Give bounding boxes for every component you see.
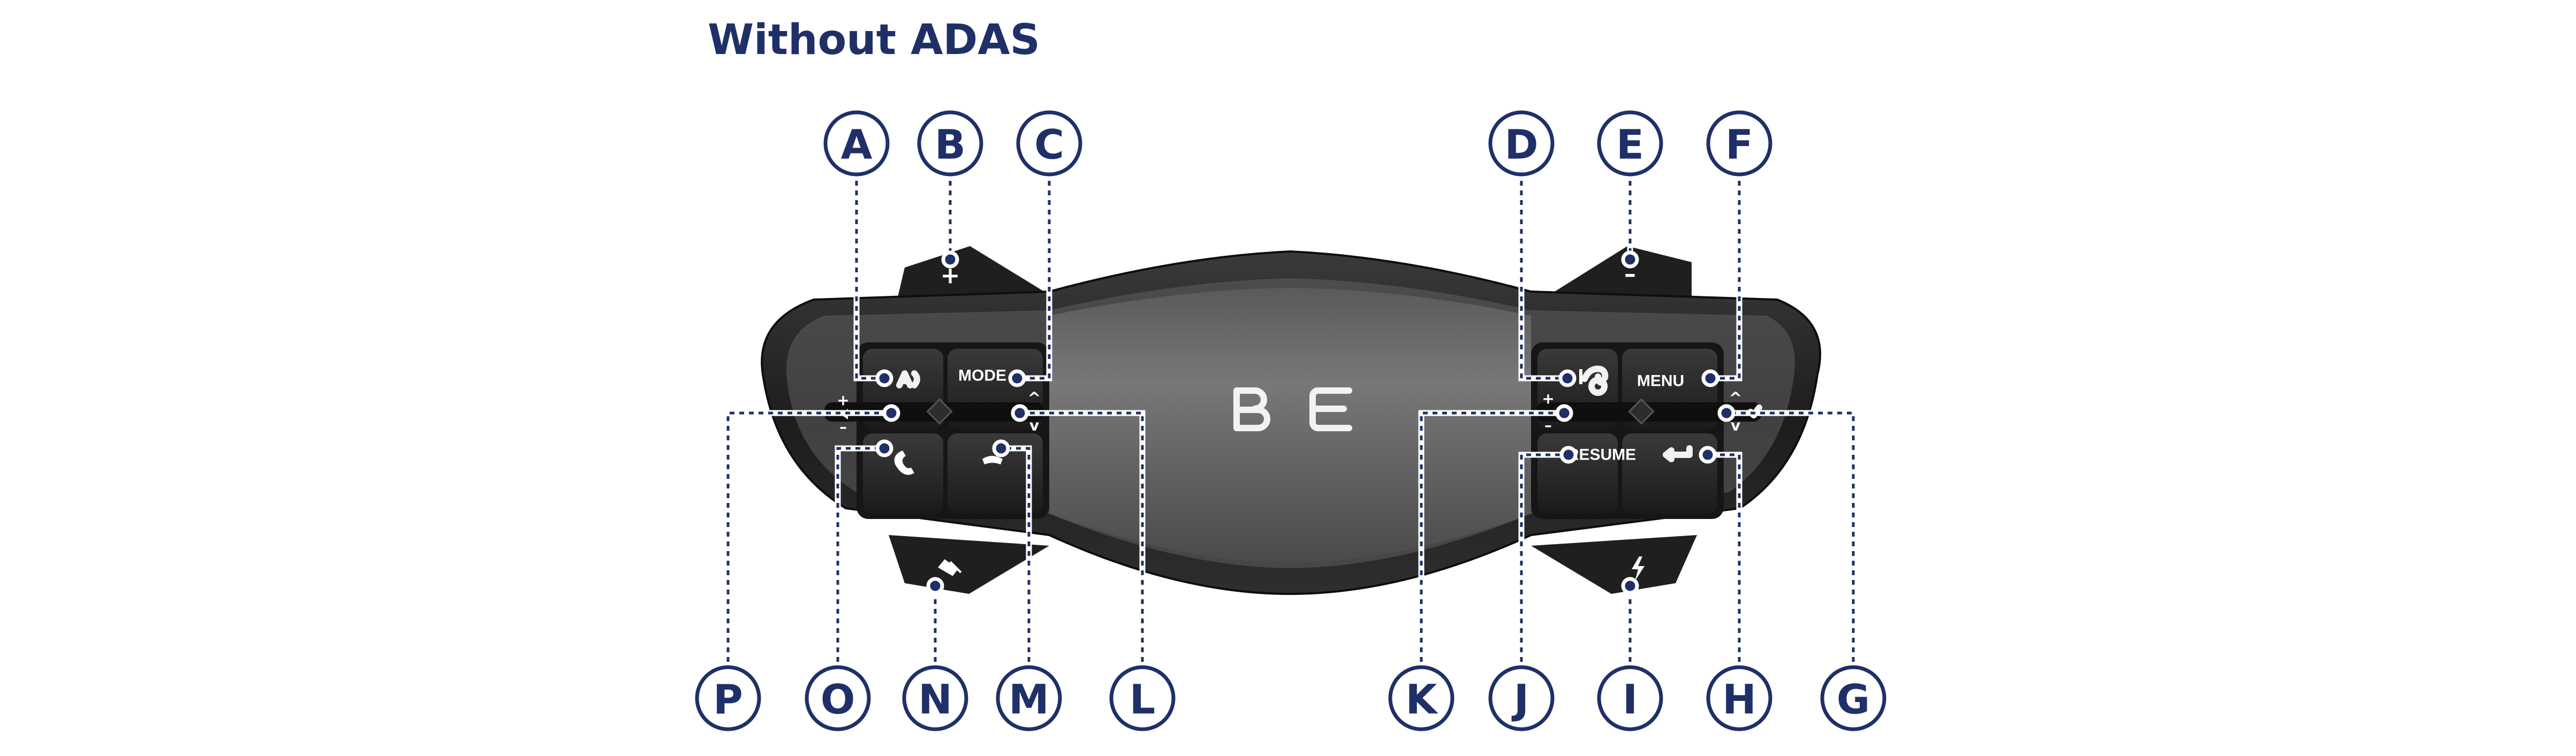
svg-text:N: N bbox=[918, 676, 952, 723]
back-button[interactable] bbox=[1622, 433, 1717, 514]
scroll-down-caret: v bbox=[1029, 417, 1039, 434]
callout-d: D bbox=[1488, 110, 1555, 177]
display-panel bbox=[1049, 288, 1531, 563]
voice-assistant-icon bbox=[896, 370, 920, 388]
lightning-icon bbox=[1632, 556, 1645, 581]
left-button-cluster: MODE + – ^ v + bbox=[824, 262, 1049, 576]
leader-lines bbox=[725, 171, 1857, 671]
cruise-control-icon bbox=[1581, 365, 1609, 396]
anchor-d bbox=[1558, 369, 1577, 387]
back-arrow-icon bbox=[1663, 445, 1693, 462]
leader-p bbox=[726, 411, 891, 671]
callout-o: O bbox=[805, 665, 871, 731]
leader-d bbox=[1520, 171, 1567, 380]
leader-h bbox=[1708, 453, 1741, 671]
svg-text:L: L bbox=[1130, 676, 1155, 723]
volume-plus-sign: + bbox=[837, 392, 849, 409]
anchor-l bbox=[1011, 404, 1029, 422]
svg-text:H: H bbox=[1722, 676, 1756, 723]
resume-button[interactable] bbox=[1537, 433, 1618, 514]
svg-text:F: F bbox=[1725, 121, 1753, 169]
callout-g: G bbox=[1820, 665, 1886, 731]
callout-e: E bbox=[1597, 110, 1663, 177]
anchor-c bbox=[1008, 369, 1026, 387]
anchor-p bbox=[882, 404, 900, 422]
callout-a: A bbox=[823, 110, 890, 177]
answer-call-icon bbox=[894, 450, 914, 475]
svg-text:C: C bbox=[1034, 121, 1064, 169]
anchor-o bbox=[875, 439, 893, 457]
resume-label: RESUME bbox=[1567, 446, 1636, 464]
svg-text:E: E bbox=[1616, 121, 1644, 169]
svg-text:O: O bbox=[821, 676, 855, 723]
callout-k: K bbox=[1388, 665, 1454, 731]
callout-p: P bbox=[695, 665, 761, 731]
end-call-button[interactable] bbox=[948, 433, 1043, 514]
callout-f: F bbox=[1706, 110, 1772, 177]
svg-text:I: I bbox=[1623, 676, 1638, 723]
anchor-n bbox=[926, 577, 944, 595]
callout-h: H bbox=[1706, 665, 1772, 731]
svg-text:P: P bbox=[713, 676, 743, 723]
leader-o bbox=[836, 447, 884, 671]
callout-l: L bbox=[1109, 665, 1176, 731]
speed-minus-sign: – bbox=[1544, 417, 1552, 434]
mute-rocker[interactable] bbox=[889, 535, 1049, 594]
anchor-h bbox=[1699, 446, 1717, 464]
cruise-separator-icon bbox=[1579, 369, 1582, 384]
menu-label: MENU bbox=[1637, 372, 1684, 390]
center-diamond-right bbox=[1628, 398, 1655, 425]
anchor-g bbox=[1717, 404, 1736, 422]
svg-text:B: B bbox=[935, 121, 966, 169]
anchor-a bbox=[875, 369, 893, 387]
lightning-rocker[interactable] bbox=[1531, 535, 1697, 594]
leader-f bbox=[1710, 171, 1741, 380]
anchor-b bbox=[941, 250, 959, 269]
anchor-e bbox=[1621, 250, 1639, 269]
svg-text:D: D bbox=[1504, 121, 1538, 169]
center-diamond-left bbox=[926, 398, 953, 425]
svg-text:M: M bbox=[1009, 676, 1049, 723]
svg-text:K: K bbox=[1406, 676, 1439, 723]
end-call-icon bbox=[982, 456, 1003, 464]
anchor-m bbox=[992, 439, 1010, 457]
anchor-j bbox=[1559, 446, 1578, 464]
callout-n: N bbox=[902, 665, 968, 731]
callout-j: J bbox=[1488, 665, 1555, 731]
leader-c bbox=[1017, 171, 1051, 380]
callout-i: I bbox=[1597, 665, 1663, 731]
leader-m bbox=[1001, 447, 1031, 671]
brand-logo-icon bbox=[1233, 387, 1352, 431]
menu-down-caret: v bbox=[1731, 417, 1740, 434]
svg-text:A: A bbox=[841, 121, 873, 169]
svg-text:G: G bbox=[1837, 676, 1870, 723]
callout-c: C bbox=[1016, 110, 1082, 177]
scroll-up-caret: ^ bbox=[1027, 390, 1041, 408]
callouts: A B C D E F G H bbox=[695, 110, 1886, 731]
mode-label: MODE bbox=[958, 367, 1006, 385]
leader-l bbox=[1020, 411, 1144, 671]
callout-b: B bbox=[917, 110, 983, 177]
speed-plus-sign: + bbox=[1542, 390, 1554, 408]
volume-minus-sign: – bbox=[839, 418, 847, 436]
svg-text:J: J bbox=[1511, 676, 1529, 723]
anchor-f bbox=[1701, 369, 1719, 387]
anchor-i bbox=[1621, 577, 1639, 595]
menu-up-caret: ^ bbox=[1729, 390, 1742, 408]
leader-a bbox=[855, 171, 884, 380]
anchor-dots bbox=[875, 250, 1736, 595]
diagram-title: Without ADAS bbox=[708, 16, 1040, 64]
callout-m: M bbox=[996, 665, 1062, 731]
mute-icon bbox=[937, 559, 962, 576]
anchor-k bbox=[1555, 404, 1573, 422]
leader-j bbox=[1520, 453, 1569, 671]
